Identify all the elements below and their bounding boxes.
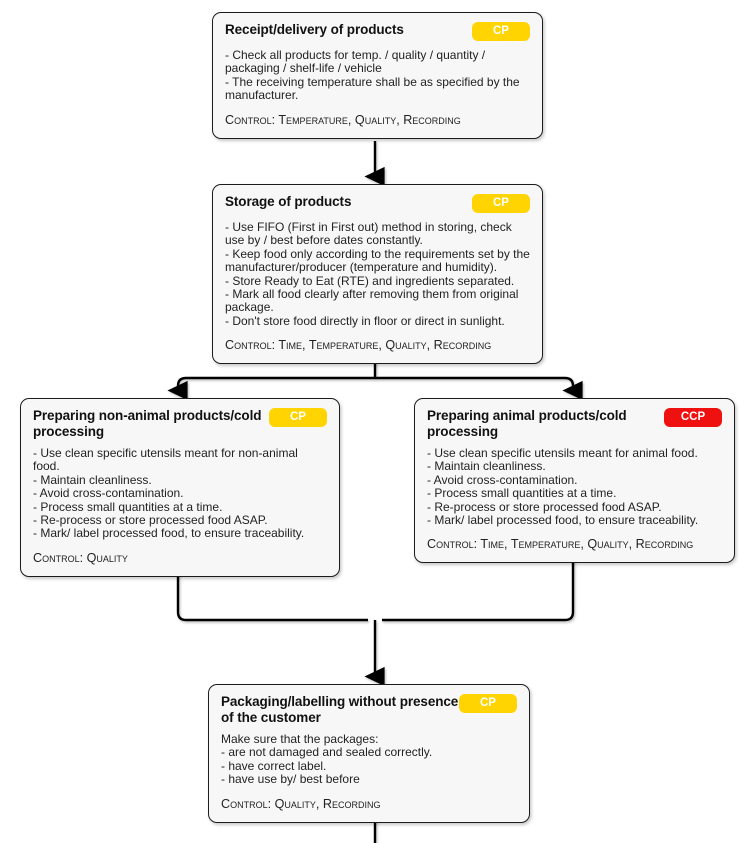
node-control-text: Control: Quality, Recording (221, 796, 381, 811)
status-badge-cp: CP (269, 408, 327, 427)
status-badge-cp: CP (472, 22, 530, 41)
node-control-text: Control: Time, Temperature, Quality, Rec… (427, 537, 694, 552)
node-title: Preparing non-animal products/cold proce… (33, 408, 262, 439)
node-preparing-non-animal-products[interactable]: Preparing non-animal products/cold proce… (20, 398, 340, 577)
node-header: Preparing non-animal products/cold proce… (33, 408, 327, 440)
node-header: Preparing animal products/cold processin… (427, 408, 722, 440)
node-header: Receipt/delivery of products CP (225, 22, 530, 42)
node-body-text: - Use FIFO (First in First out) method i… (225, 220, 530, 328)
node-preparing-animal-products[interactable]: Preparing animal products/cold processin… (414, 398, 735, 564)
node-control-text: Control: Quality (33, 550, 128, 565)
node-control-text: Control: Temperature, Quality, Recording (225, 112, 461, 127)
status-badge-cp: CP (459, 694, 517, 713)
node-title: Storage of products (225, 194, 352, 209)
node-body-text: - Use clean specific utensils meant for … (427, 446, 699, 528)
connector-animal-to-merge (382, 557, 575, 622)
node-title: Preparing animal products/cold processin… (427, 408, 627, 439)
node-control-text: Control: Time, Temperature, Quality, Rec… (225, 338, 492, 353)
node-title: Packaging/labelling without presence of … (221, 694, 459, 725)
node-receipt-delivery-of-products[interactable]: Receipt/delivery of products CP - Check … (212, 12, 543, 139)
node-header: Storage of products CP (225, 194, 530, 214)
node-body-text: - Check all products for temp. / quality… (225, 48, 520, 103)
node-body-text: Make sure that the packages: - are not d… (221, 732, 433, 787)
status-badge-cp: CP (472, 194, 530, 213)
node-storage-of-products[interactable]: Storage of products CP - Use FIFO (First… (212, 184, 543, 365)
connector-storage-to-animal (375, 376, 583, 401)
status-badge-ccp: CCP (664, 408, 722, 427)
connector-storage-to-nonanimal (167, 376, 375, 401)
node-header: Packaging/labelling without presence of … (221, 694, 517, 726)
node-body-text: - Use clean specific utensils meant for … (33, 446, 305, 541)
node-packaging-labelling[interactable]: Packaging/labelling without presence of … (208, 684, 530, 823)
node-title: Receipt/delivery of products (225, 22, 404, 37)
